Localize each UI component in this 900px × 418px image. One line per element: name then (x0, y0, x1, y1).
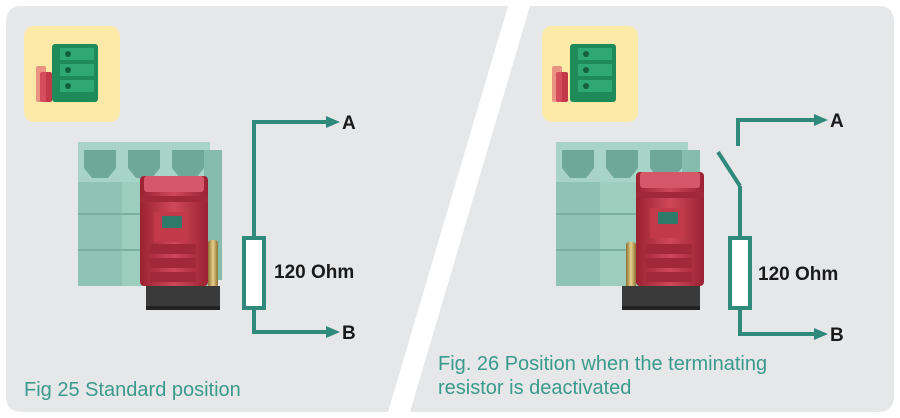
fig25-schematic (242, 116, 340, 338)
fig25-label-b: B (342, 323, 356, 344)
fig26-caption-line1: Fig. 26 Position when the terminating (438, 353, 767, 375)
fig26-label-a: A (830, 111, 844, 132)
fig25-jumper (140, 176, 220, 310)
fig26-label-b: B (830, 325, 844, 346)
fig26-pin (626, 242, 636, 288)
fig25-label-a: A (342, 113, 356, 134)
fig25-pin (208, 240, 218, 288)
fig25-icon (24, 26, 120, 122)
open-switch (716, 150, 742, 188)
fig26-schematic (716, 114, 828, 340)
fig26-jumper (622, 172, 704, 310)
left-panel (6, 6, 508, 412)
fig25-resistor-label: 120 Ohm (274, 262, 354, 283)
fig26-resistor-label: 120 Ohm (758, 264, 838, 285)
fig26-caption-line2: resistor is deactivated (438, 377, 631, 399)
fig26-icon (542, 26, 638, 122)
fig25-caption: Fig 25 Standard position (24, 379, 241, 401)
